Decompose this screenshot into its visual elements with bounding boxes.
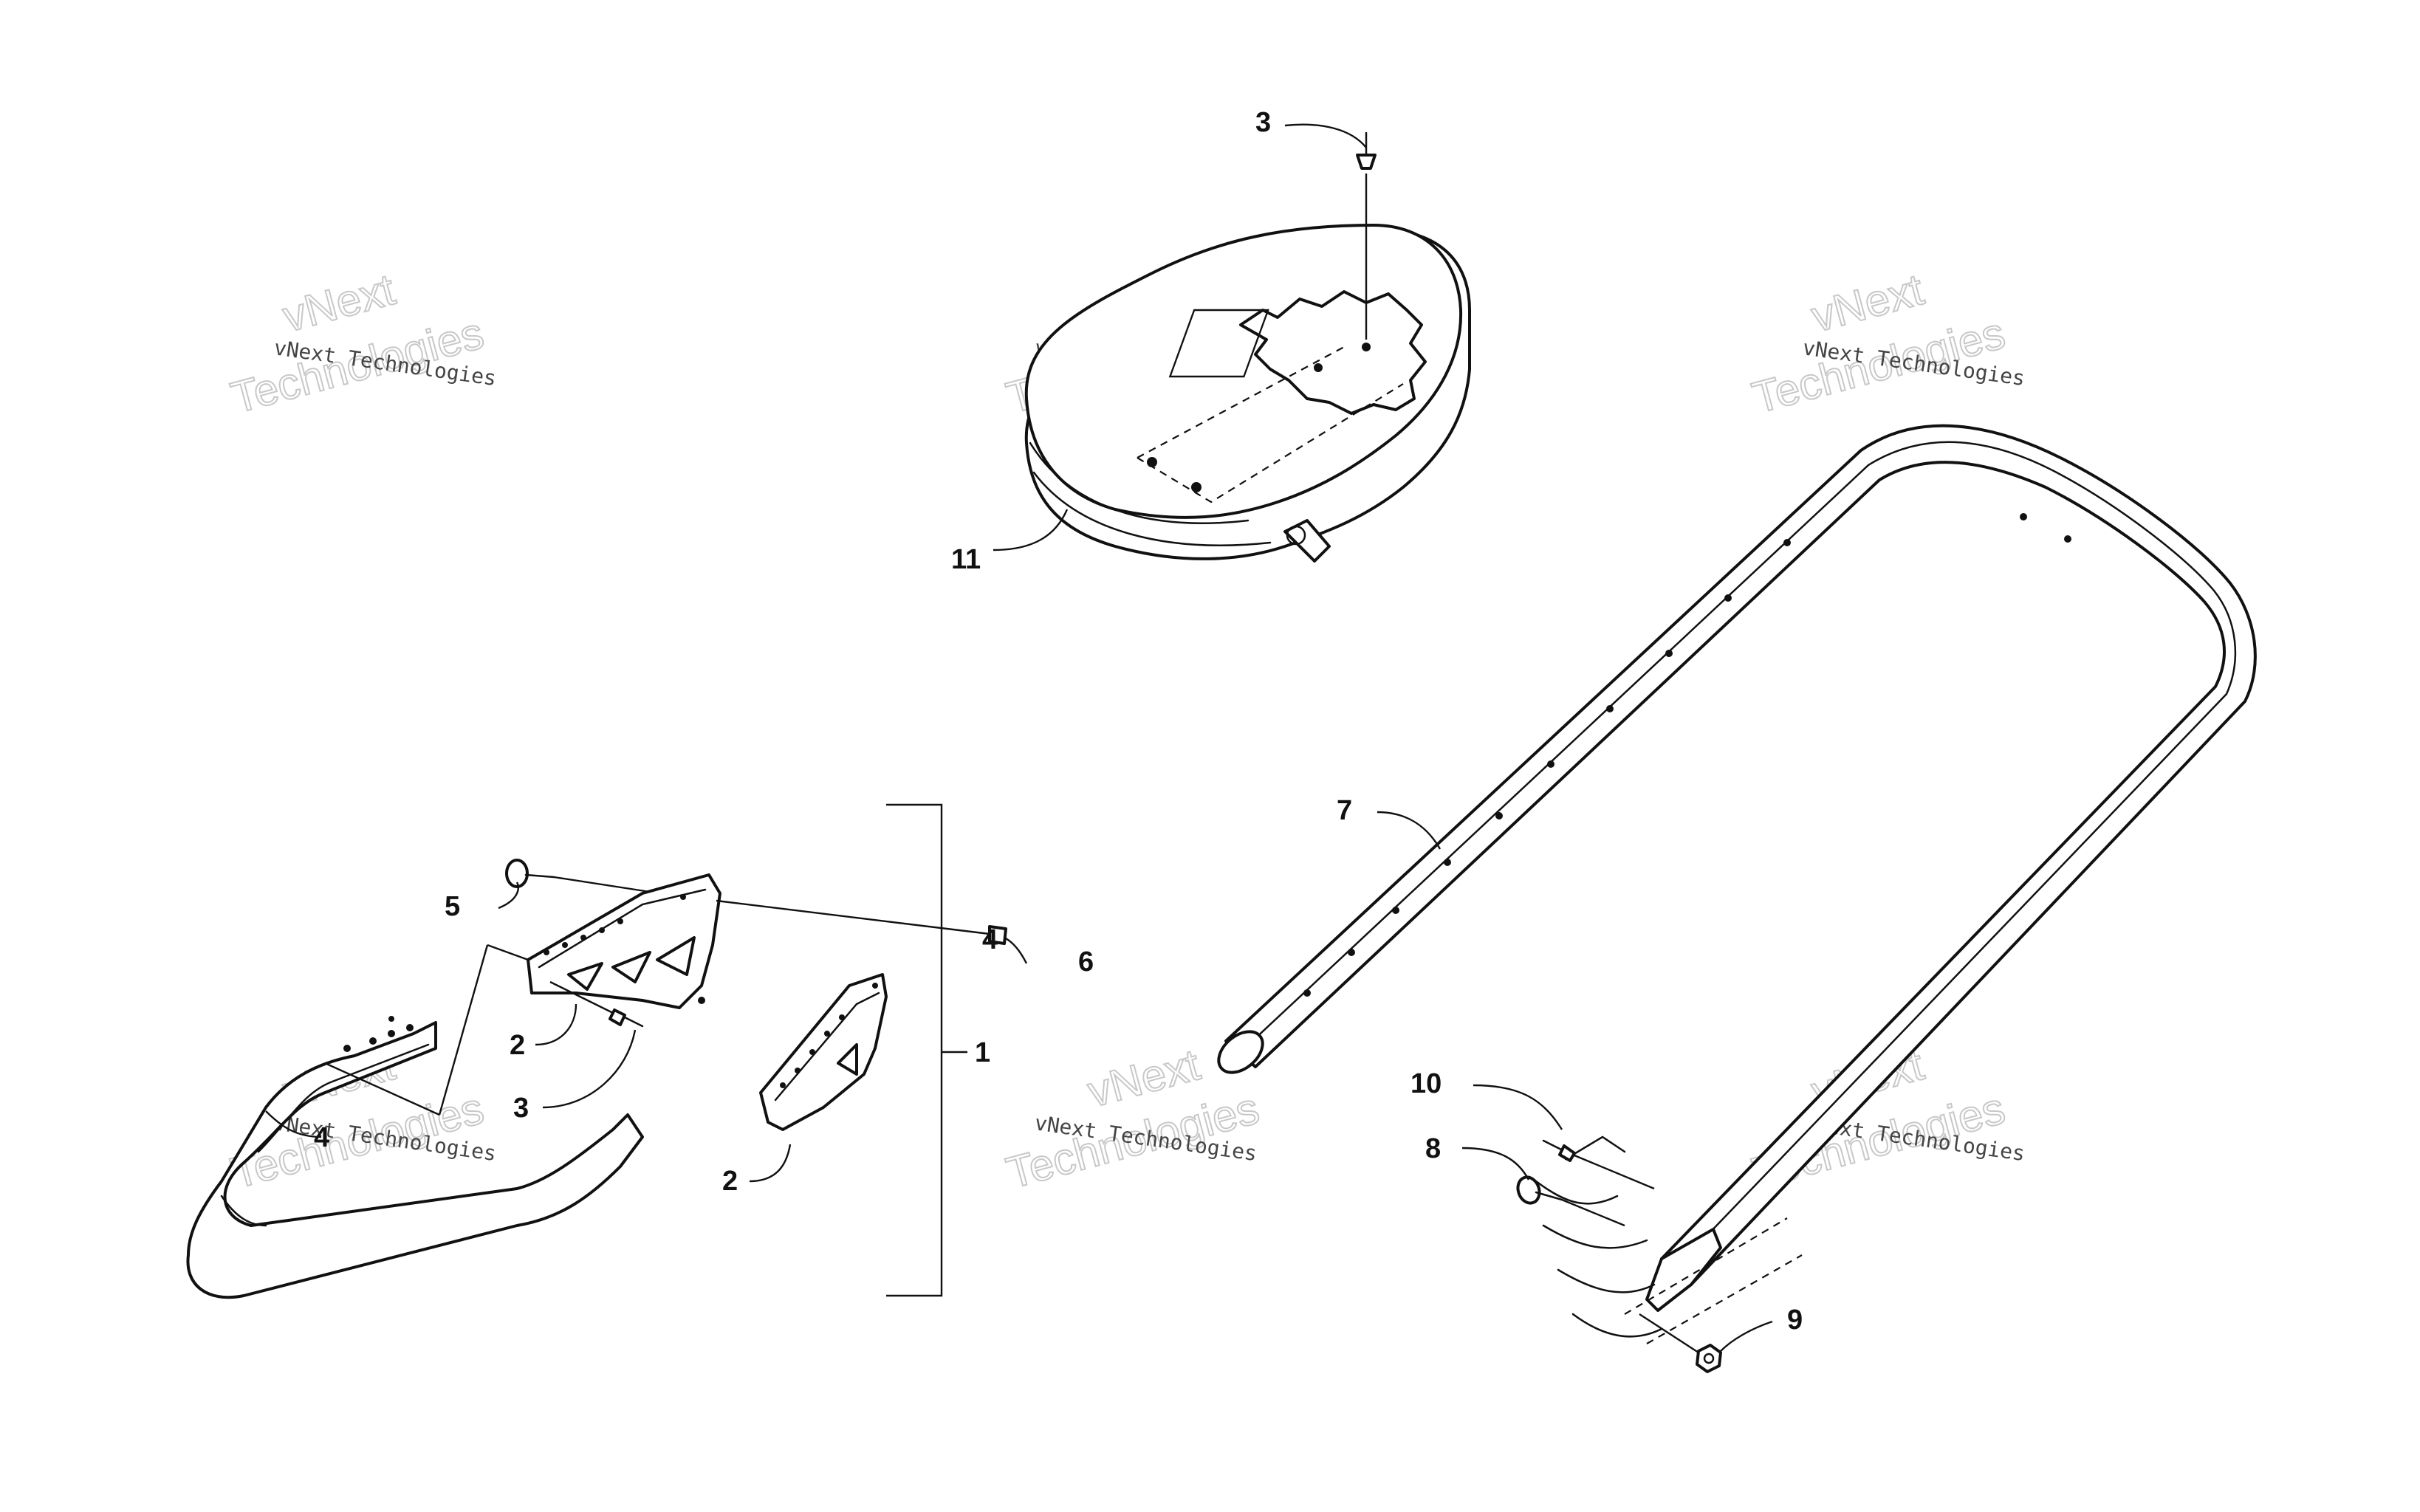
- leader-bracket-bumper: [487, 944, 529, 961]
- bumper-part-4: [186, 1016, 644, 1299]
- callout-4-overlap: 4: [982, 924, 998, 955]
- bolt-part-8: [1516, 1175, 1625, 1227]
- callout-8: 8: [1425, 1133, 1441, 1164]
- callout-2-upper: 2: [510, 1030, 525, 1061]
- callout-11: 11: [951, 544, 981, 575]
- callout-3-top: 3: [1255, 107, 1271, 138]
- callout-leaders: [265, 123, 1773, 1352]
- rivet-part-3-top: [1356, 131, 1377, 340]
- pin-part-10: [1542, 1139, 1655, 1190]
- watermark-top-left: vNext Technologies vNext Technologies: [225, 264, 498, 423]
- assembly-bracket-part-1: [886, 803, 943, 1297]
- callout-4: 4: [314, 1122, 329, 1153]
- watermark-big-a: vNext: [278, 264, 400, 341]
- callout-3-lower: 3: [513, 1093, 529, 1124]
- grab-rail-part-7: [1217, 424, 2257, 1344]
- nut-part-9: [1639, 1313, 1722, 1373]
- bolt-part-5: [505, 859, 651, 893]
- leader-bumper-hole: [324, 1062, 440, 1116]
- leader-to-part-6: [716, 899, 990, 935]
- callout-numbers: 3 11 7 5 4 6 2 1 3 4 2 10 8 9: [314, 107, 1803, 1336]
- bracket-part-2-lower: [759, 973, 888, 1131]
- callout-10: 10: [1410, 1068, 1442, 1099]
- bracket-part-2-upper: [527, 873, 721, 1009]
- watermark-top-right: vNext Technologies vNext Technologies: [1747, 264, 2026, 423]
- callout-5: 5: [445, 891, 460, 922]
- callout-6: 6: [1078, 946, 1094, 977]
- watermark-big-a: vNext: [1806, 264, 1929, 341]
- rivet-part-3-lower: [549, 980, 644, 1028]
- callout-7: 7: [1337, 795, 1352, 826]
- callout-1: 1: [975, 1037, 990, 1068]
- leader-bracket-bumper-2: [438, 944, 489, 1116]
- seat-cushion-part-11: [1024, 224, 1471, 563]
- callout-2-lower: 2: [722, 1166, 738, 1197]
- callout-9: 9: [1787, 1305, 1803, 1336]
- clip-part-6: [988, 925, 1007, 945]
